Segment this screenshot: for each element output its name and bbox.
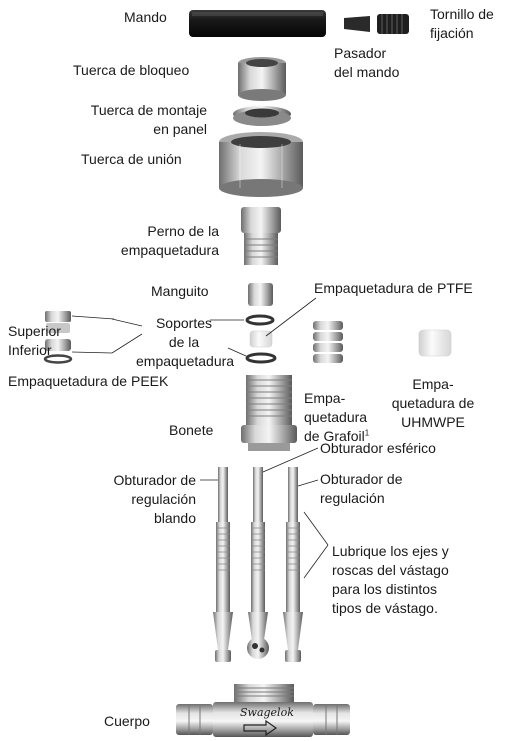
- set-screw-part: [377, 14, 409, 34]
- label-grafoil: Empa- quetadura de Grafoil1: [304, 389, 369, 446]
- label-body: Cuerpo: [104, 713, 150, 729]
- label-grafoil-footnote: 1: [364, 428, 370, 438]
- label-inferior: Inferior: [8, 342, 52, 358]
- soft-stem-part: [213, 467, 233, 662]
- packing-bolt-part: [241, 207, 281, 265]
- label-packing-supports: Soportes de la empaquetadura: [136, 315, 235, 369]
- label-set-screw: Tornillo de fijación: [430, 6, 494, 41]
- uhmwpe-packing-part: [418, 329, 452, 357]
- label-soft-stem: Obturador de regulación blando: [113, 472, 197, 526]
- label-lock-nut: Tuerca de bloqueo: [73, 62, 190, 78]
- label-uhmwpe: Empa- quetadura de UHMWPE: [391, 376, 475, 430]
- sleeve-part: [248, 283, 273, 306]
- label-superior: Superior: [8, 323, 61, 339]
- regulating-stem-part: [283, 467, 303, 662]
- label-panel-nut: Tuerca de montaje en panel: [90, 102, 207, 137]
- label-peek: Empaquetadura de PEEK: [8, 373, 169, 389]
- label-sleeve: Manguito: [151, 283, 209, 299]
- grafoil-packing-part: [313, 321, 343, 363]
- bonnet-part: [241, 375, 297, 451]
- union-nut-part: [219, 132, 303, 197]
- packing-supports-part: [245, 314, 277, 364]
- label-union-nut: Tuerca de unión: [81, 151, 182, 167]
- lock-nut-part: [238, 57, 286, 101]
- ball-stem-part: [247, 467, 269, 659]
- swagelok-logo: Swagelok: [240, 706, 294, 719]
- handle-part: [189, 10, 326, 37]
- label-packing-bolt: Perno de la empaquetadura: [120, 223, 219, 258]
- peek-packing-part: [43, 311, 73, 364]
- label-ptfe: Empaquetadura de PTFE: [314, 280, 473, 296]
- valve-body-part: [176, 684, 350, 737]
- label-handle-pin: Pasador del mando: [334, 45, 400, 80]
- label-ball-stem: Obturador esférico: [320, 440, 436, 456]
- label-regulating-stem: Obturador de regulación: [320, 471, 403, 506]
- label-bonnet: Bonete: [169, 422, 214, 438]
- label-lubricate: Lubrique los ejes y roscas del vástago p…: [332, 543, 449, 616]
- leader-lines: [71, 297, 329, 579]
- label-grafoil-text: Empa- quetadura de Grafoil: [304, 390, 368, 444]
- handle-pin-part: [344, 16, 370, 32]
- panel-nut-part: [233, 106, 291, 126]
- label-handle: Mando: [124, 9, 167, 25]
